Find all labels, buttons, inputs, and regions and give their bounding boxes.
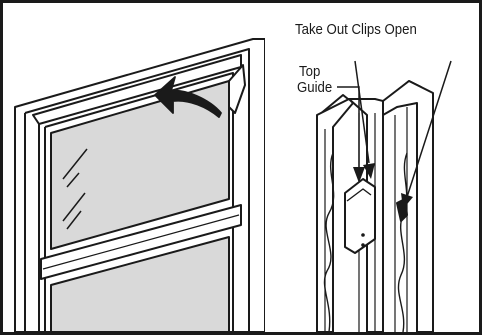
jamb-channel — [317, 81, 433, 332]
window-illustration — [3, 3, 479, 332]
window-sash — [15, 39, 265, 332]
cut-edge-right — [398, 153, 407, 332]
channel-right-flange — [383, 81, 433, 332]
top-guide-bracket — [345, 179, 375, 253]
label-top-guide-line1: Top — [299, 63, 320, 80]
label-top-guide-line2: Guide — [297, 79, 332, 96]
label-take-out-clips: Take Out Clips Open — [295, 21, 417, 38]
